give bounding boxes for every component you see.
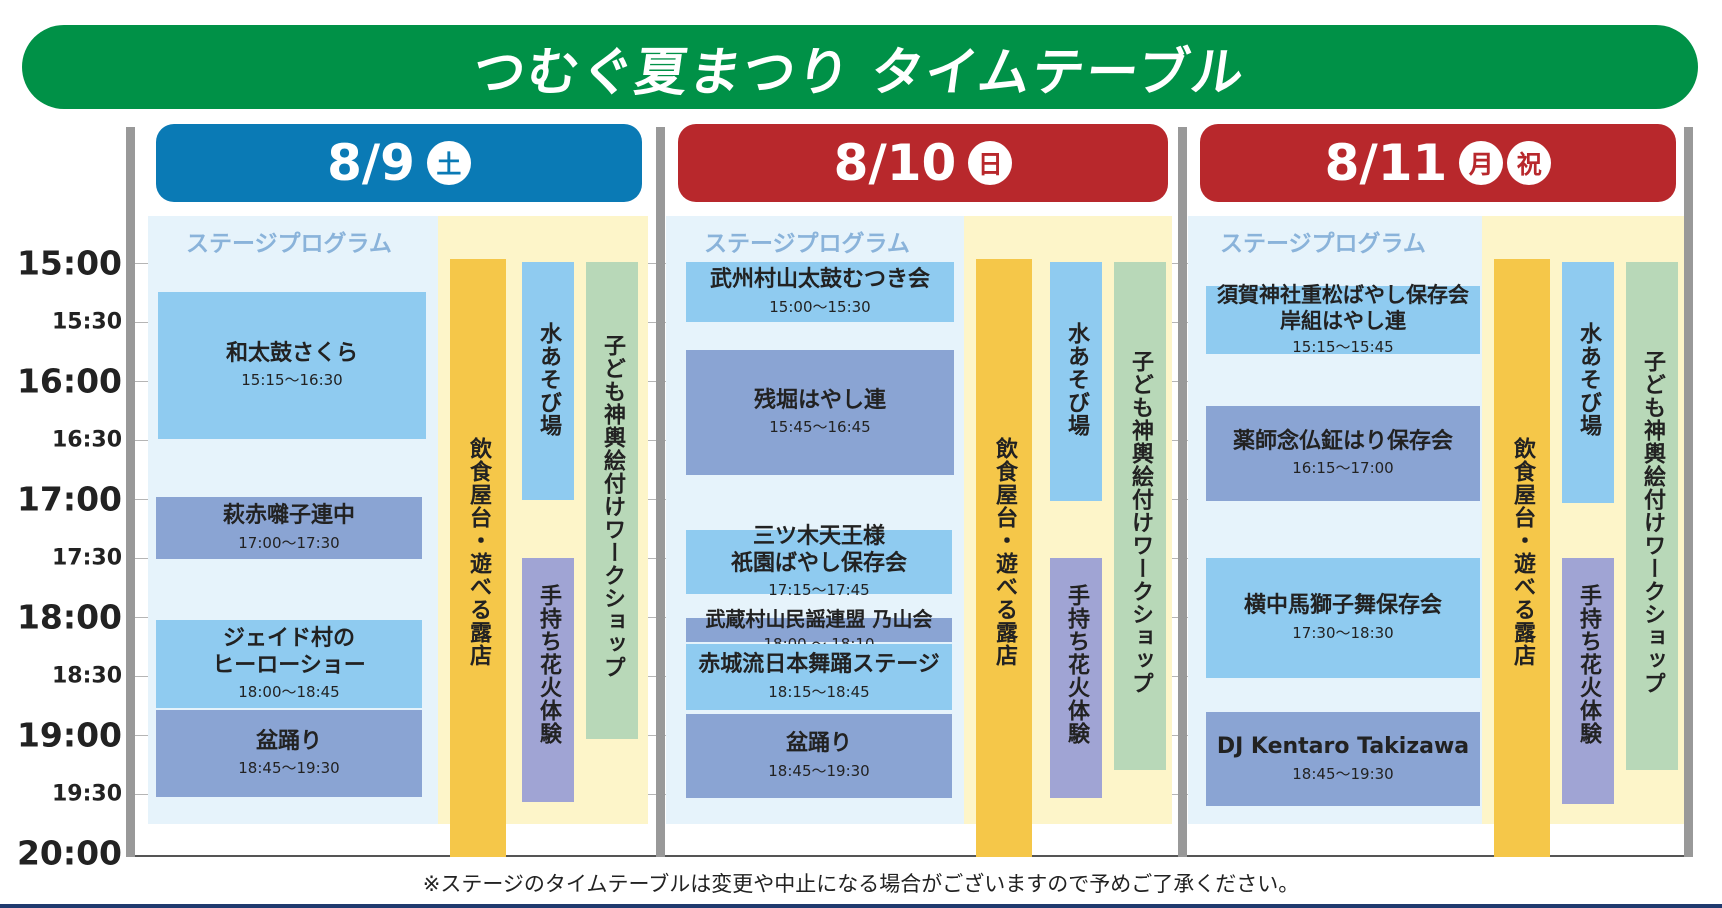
- stage-block: ジェイド村の ヒーローショー 18:00～18:45: [156, 620, 422, 708]
- stage-block: DJ Kentaro Takizawa 18:45～19:30: [1206, 712, 1480, 806]
- time-label: 17:00: [16, 479, 122, 519]
- stage-block: 残堀はやし連 15:45～16:45: [686, 350, 954, 475]
- weekday-badge: 月: [1459, 141, 1504, 185]
- performance-time: 18:00～18:45: [238, 682, 340, 701]
- kids-workshop-bar: 子ども神輿絵付けワークショップ: [586, 262, 638, 739]
- food-stalls-label: 飲食屋台・遊べる露店: [992, 437, 1017, 667]
- performance-time: 18:45～19:30: [768, 761, 870, 780]
- stage-block: 武州村山太鼓むつき会 15:00～15:30: [686, 262, 954, 322]
- performer-name: 盆踊り: [785, 731, 852, 757]
- fireworks-bar: 手持ち花火体験: [1050, 558, 1102, 798]
- performance-time: 15:15～16:30: [241, 371, 343, 390]
- performer-name: 和太鼓さくら: [225, 340, 358, 366]
- performer-name: ジェイド村の ヒーローショー: [212, 626, 366, 678]
- stage-block: 盆踊り 18:45～19:30: [686, 714, 952, 798]
- bottom-rule: [0, 904, 1722, 908]
- performer-name: 赤城流日本舞踊ステージ: [698, 652, 940, 678]
- time-label: 18:00: [16, 597, 122, 637]
- baseline: [132, 855, 1688, 857]
- time-label: 17:30: [51, 545, 122, 571]
- stage-program-label: ステージプログラム: [704, 231, 910, 257]
- food-stalls-bar: 飲食屋台・遊べる露店: [450, 259, 506, 857]
- food-stalls-bar: 飲食屋台・遊べる露店: [1494, 259, 1550, 857]
- day-header-2: 8/10 日: [678, 124, 1168, 202]
- stage-block: 須賀神社重松ばやし保存会 岸組はやし連 15:15～15:45: [1206, 283, 1480, 356]
- stage-block: 横中馬獅子舞保存会 17:30～18:30: [1206, 558, 1480, 678]
- weekday-badge: 日: [968, 141, 1013, 185]
- day-date: 8/11: [1324, 134, 1448, 192]
- separator: [126, 127, 135, 857]
- separator: [1684, 127, 1693, 857]
- food-stalls-bar: 飲食屋台・遊べる露店: [976, 259, 1032, 857]
- performance-time: 17:30～18:30: [1292, 623, 1394, 642]
- performance-time: 15:45～16:45: [769, 418, 871, 437]
- title-banner: つむぐ夏まつり タイムテーブル: [22, 25, 1698, 109]
- water-play-bar: 水あそび場: [1050, 262, 1102, 501]
- time-label: 18:30: [51, 663, 122, 689]
- performance-time: 17:00～17:30: [238, 533, 340, 552]
- water-play-label: 水あそび場: [1064, 322, 1089, 437]
- performance-time: 16:15～17:00: [1292, 459, 1394, 478]
- performer-name: 須賀神社重松ばやし保存会 岸組はやし連: [1217, 283, 1469, 333]
- footer-note: ※ステージのタイムテーブルは変更や中止になる場合がございますので予めご了承くださ…: [422, 872, 1300, 896]
- day-header-3: 8/11 月 祝: [1200, 124, 1676, 202]
- kids-workshop-label: 子ども神輿絵付けワークショップ: [600, 334, 625, 679]
- stage-block: 薬師念仏鉦はり保存会 16:15～17:00: [1206, 406, 1480, 501]
- performer-name: 残堀はやし連: [753, 387, 886, 413]
- performance-time: 15:15～15:45: [1292, 337, 1394, 356]
- performance-time: 17:15～17:45: [768, 580, 870, 599]
- stage-block: 盆踊り 18:45～19:30: [156, 710, 422, 797]
- fireworks-label: 手持ち花火体験: [1576, 584, 1601, 745]
- performer-name: 武州村山太鼓むつき会: [709, 267, 930, 293]
- time-label: 16:30: [51, 427, 122, 453]
- day-date: 8/10: [833, 134, 957, 192]
- performer-name: DJ Kentaro Takizawa: [1216, 734, 1470, 760]
- stage-block: 武蔵村山民謡連盟 乃山会 18:00 ～ 18:10: [686, 607, 952, 653]
- page-title: つむぐ夏まつり タイムテーブル: [469, 42, 1250, 103]
- separator: [1178, 127, 1187, 857]
- stage-block: 萩赤囃子連中 17:00～17:30: [156, 497, 422, 559]
- performance-time: 18:45～19:30: [238, 759, 340, 778]
- weekday-badge: 土: [426, 141, 471, 185]
- stage-block: 和太鼓さくら 15:15～16:30: [158, 292, 426, 439]
- performer-name: 横中馬獅子舞保存会: [1243, 593, 1442, 619]
- time-label: 15:00: [16, 243, 122, 283]
- performer-name: 武蔵村山民謡連盟 乃山会: [705, 606, 933, 631]
- performance-time: 15:00～15:30: [769, 297, 871, 316]
- stage-program-label: ステージプログラム: [186, 231, 392, 257]
- kids-workshop-label: 子ども神輿絵付けワークショップ: [1640, 350, 1665, 695]
- fireworks-label: 手持ち花火体験: [1064, 584, 1089, 745]
- performance-time: 18:45～19:30: [1292, 764, 1394, 783]
- water-play-label: 水あそび場: [536, 322, 561, 437]
- fireworks-bar: 手持ち花火体験: [522, 558, 574, 802]
- fireworks-label: 手持ち花火体験: [536, 584, 561, 745]
- kids-workshop-label: 子ども神輿絵付けワークショップ: [1128, 350, 1153, 695]
- time-label: 19:30: [51, 781, 122, 807]
- water-play-bar: 水あそび場: [522, 262, 574, 500]
- stage-block: 三ツ木天王様 祇園ばやし保存会 17:15～17:45: [686, 524, 952, 599]
- performance-time: 18:15～18:45: [768, 682, 870, 701]
- performer-name: 薬師念仏鉦はり保存会: [1232, 428, 1453, 454]
- performer-name: 三ツ木天王様 祇園ばやし保存会: [730, 524, 907, 576]
- food-stalls-label: 飲食屋台・遊べる露店: [466, 437, 491, 667]
- kids-workshop-bar: 子ども神輿絵付けワークショップ: [1114, 262, 1166, 770]
- performer-name: 盆踊り: [255, 728, 322, 754]
- food-stalls-label: 飲食屋台・遊べる露店: [1510, 437, 1535, 667]
- time-label: 15:30: [51, 309, 122, 335]
- water-play-label: 水あそび場: [1576, 322, 1601, 437]
- holiday-badge: 祝: [1507, 141, 1552, 185]
- time-label: 20:00: [16, 833, 122, 873]
- fireworks-bar: 手持ち花火体験: [1562, 558, 1614, 804]
- performer-name: 萩赤囃子連中: [222, 503, 355, 529]
- stage-program-label: ステージプログラム: [1220, 231, 1426, 257]
- kids-workshop-bar: 子ども神輿絵付けワークショップ: [1626, 262, 1678, 770]
- water-play-bar: 水あそび場: [1562, 262, 1614, 503]
- time-label: 19:00: [16, 715, 122, 755]
- day-header-1: 8/9 土: [156, 124, 642, 202]
- separator: [656, 127, 665, 857]
- day-date: 8/9: [327, 134, 415, 192]
- stage-block: 赤城流日本舞踊ステージ 18:15～18:45: [686, 644, 952, 710]
- time-label: 16:00: [16, 361, 122, 401]
